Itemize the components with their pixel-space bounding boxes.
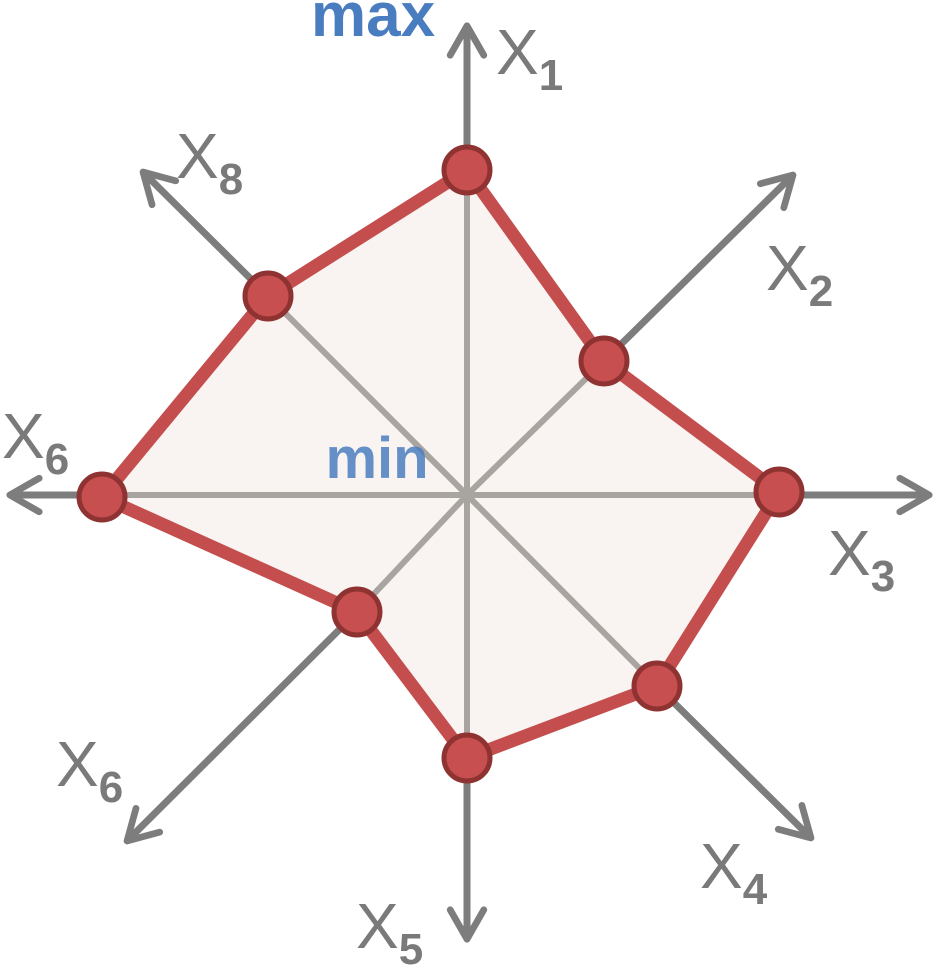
axis-label-x8: X8 <box>176 120 243 204</box>
axis-label-x6-left: X6 <box>2 400 69 484</box>
point-x8 <box>242 270 294 322</box>
max-label: max <box>311 0 436 50</box>
axis-label-x5: X5 <box>356 890 423 966</box>
profile-area <box>102 170 779 758</box>
axis-label-x1: X1 <box>496 16 563 100</box>
axis-x6-lower-arrow <box>123 608 361 845</box>
axis-x2-arrow <box>600 171 797 365</box>
point-x6-lower <box>331 586 383 638</box>
axis-label-x3: X3 <box>828 517 895 601</box>
point-x2 <box>578 335 630 387</box>
point-x1 <box>441 144 493 196</box>
point-x5 <box>441 732 493 784</box>
axis-label-x4: X4 <box>700 830 768 914</box>
axis-label-x6-lower: X6 <box>56 728 123 812</box>
inner-axes <box>102 170 779 758</box>
axis-x8-arrow <box>139 168 272 300</box>
point-x4 <box>631 660 683 712</box>
point-x6-left <box>76 471 128 523</box>
axis-x4-arrow <box>653 682 815 842</box>
min-label: min <box>325 426 428 491</box>
axis-label-x2: X2 <box>766 232 833 316</box>
point-x3 <box>753 466 805 518</box>
